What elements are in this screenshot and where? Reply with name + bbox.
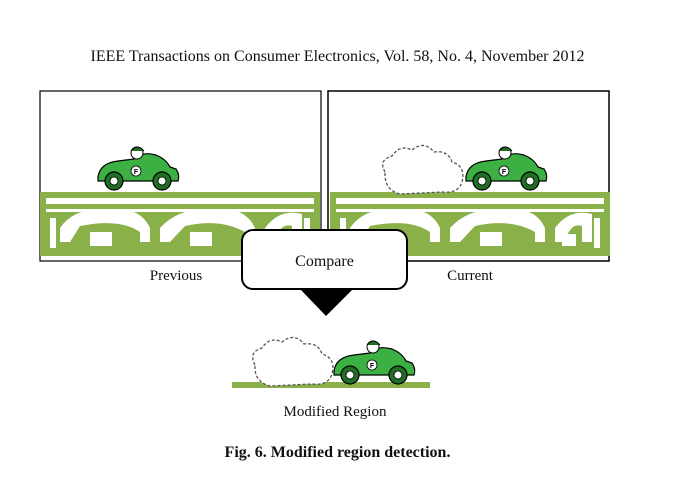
ghost-outline: [382, 144, 464, 195]
modified-region-label: Modified Region: [283, 404, 387, 420]
current-label: Current: [447, 268, 493, 284]
car-image: [333, 340, 416, 385]
compare-box: Compare: [241, 229, 408, 290]
running-head: IEEE Transactions on Consumer Electronic…: [90, 48, 585, 65]
compare-label: Compare: [295, 253, 354, 270]
figure-caption: Fig. 6. Modified region detection.: [224, 444, 451, 461]
previous-label: Previous: [149, 268, 203, 284]
modified-region-panel: [232, 336, 430, 388]
arrow-down: [301, 290, 352, 316]
ghost-outline: [252, 336, 334, 387]
